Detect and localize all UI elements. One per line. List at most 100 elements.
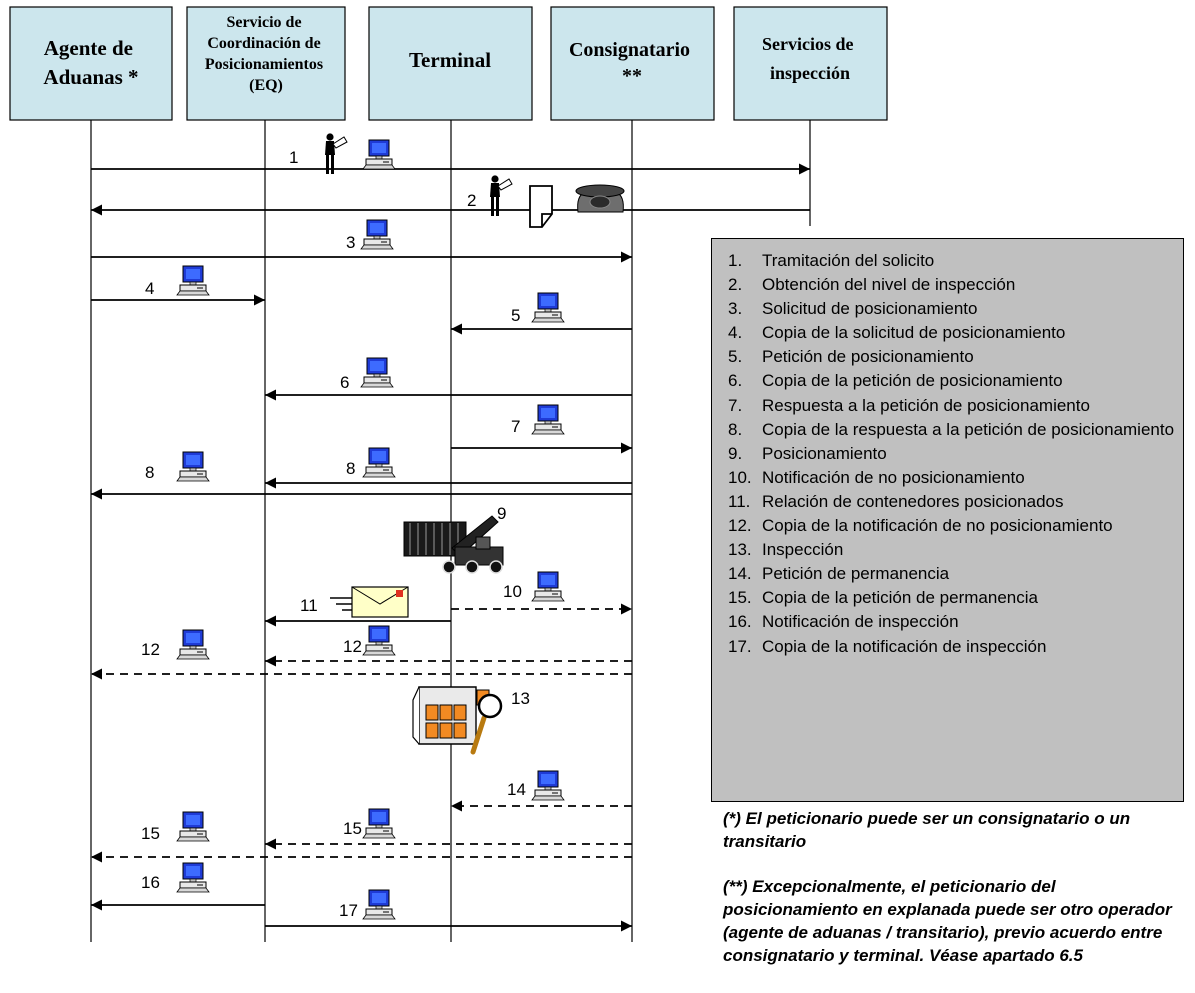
legend-item-text: Copia de la petición de permanencia xyxy=(762,588,1038,608)
legend-item: 17. Copia de la notificación de inspecció… xyxy=(728,636,1183,658)
legend-item-text: Notificación de no posicionamiento xyxy=(762,467,1025,487)
legend-item: 6. Copia de la petición de posicionamient… xyxy=(728,370,1183,392)
legend-item: 14. Petición de permanencia xyxy=(728,563,1183,585)
legend-item: 7. Respuesta a la petición de posicionami… xyxy=(728,395,1183,417)
legend-item-number: 1. xyxy=(728,251,743,270)
flow-label: 7 xyxy=(511,417,520,436)
computer-icon xyxy=(362,139,396,170)
legend-item: 13. Inspección xyxy=(728,539,1183,561)
lane-header-consignatario: Consignatario ** xyxy=(550,6,715,121)
legend-item-text: Copia de la notificación de inspección xyxy=(762,636,1047,656)
flow-label: 11 xyxy=(300,596,318,615)
legend-item-number: 14. xyxy=(728,564,752,584)
lane-header-agente-aduanas: Agente de Aduanas * xyxy=(9,6,173,121)
computer-icon xyxy=(176,265,210,296)
flow-label: 13 xyxy=(511,689,530,708)
computer-icon xyxy=(176,862,210,893)
legend-item-text: Copia de la petición de posicionamiento xyxy=(762,371,1063,391)
flow-label: 14 xyxy=(507,780,526,799)
legend-item-number: 3. xyxy=(728,299,743,319)
lane-header-terminal: Terminal xyxy=(368,6,533,121)
flow-label: 9 xyxy=(497,504,506,523)
lane-header-servicio-coordinacion: Servicio de Coordinación de Posicionamie… xyxy=(186,6,346,121)
legend-item-text: Tramitación del solicito xyxy=(762,251,935,270)
person-icon xyxy=(324,132,348,175)
legend-item-number: 17. xyxy=(728,636,752,656)
legend-item-text: Respuesta a la petición de posicionamien… xyxy=(762,395,1090,415)
legend-item: 1. Tramitación del solicito xyxy=(728,250,1183,272)
legend-item-number: 7. xyxy=(728,395,743,415)
legend-item-text: Obtención del nivel de inspección xyxy=(762,275,1016,295)
flow-label: 8 xyxy=(346,459,355,478)
flow-label: 10 xyxy=(503,582,522,601)
legend-item-number: 5. xyxy=(728,347,743,367)
legend-item-text: Copia de la respuesta a la petición de p… xyxy=(762,419,1175,439)
computer-icon xyxy=(531,571,565,602)
legend-item-text: Posicionamiento xyxy=(762,443,887,463)
legend-item-text: Petición de permanencia xyxy=(762,564,950,584)
lane-title-line: (EQ) xyxy=(249,77,283,94)
lane-title-line: Coordinación de xyxy=(207,35,320,52)
computer-icon xyxy=(531,404,565,435)
legend-box: 1. Tramitación del solicito 2. Obtención d… xyxy=(711,238,1184,802)
lane-title-line: Terminal xyxy=(409,48,491,72)
flow-label: 12 xyxy=(343,637,362,656)
lane-title-line: inspección xyxy=(770,63,850,83)
legend-item-number: 11. xyxy=(728,491,751,511)
legend-item: 15. Copia de la petición de permanencia xyxy=(728,587,1183,609)
computer-icon xyxy=(531,770,565,801)
computer-icon xyxy=(176,811,210,842)
legend-item-number: 16. xyxy=(728,612,752,632)
legend-item: 11. Relación de contenedores posicionados xyxy=(728,491,1183,513)
lane-title-line: Servicio de xyxy=(226,14,301,31)
computer-icon xyxy=(531,292,565,323)
flow-label: 3 xyxy=(346,233,355,252)
legend-item: 3.Solicitud de posicionamiento xyxy=(728,298,1183,320)
svg-text:Terminal: Terminal xyxy=(409,48,491,72)
legend-item-number: 13. xyxy=(728,540,752,560)
legend-item-number: 6. xyxy=(728,371,743,391)
computer-icon xyxy=(176,629,210,660)
computer-icon xyxy=(360,219,394,250)
legend-item-text: Relación de contenedores posicionados xyxy=(762,491,1064,511)
flow-label: 6 xyxy=(340,373,349,392)
legend-item: 5. Petición de posicionamiento xyxy=(728,346,1183,368)
flow-label: 12 xyxy=(141,640,160,659)
computer-icon xyxy=(362,808,396,839)
computer-icon xyxy=(362,889,396,920)
legend-item-number: 10. xyxy=(728,467,752,487)
legend-item: 2. Obtención del nivel de inspección xyxy=(728,274,1183,296)
envelope-icon xyxy=(330,586,409,618)
legend-item-text: Inspección xyxy=(762,540,844,560)
magnifier-icon xyxy=(470,693,503,755)
legend-item-text: Notificación de inspección xyxy=(762,612,959,632)
legend-item: 8. Copia de la respuesta a la petición de… xyxy=(728,419,1183,441)
legend-item: 4. Copia de la solicitud de posicionamien… xyxy=(728,322,1183,344)
legend-item: 12.Copia de la notificación de no posici… xyxy=(728,515,1183,537)
flow-label: 2 xyxy=(467,191,476,210)
flow-labels: 1 2 3 4 5 6 7 8 8 9 10 11 12 12 13 14 15… xyxy=(141,148,530,920)
legend-item-number: 2. xyxy=(728,275,743,295)
legend-item-number: 4. xyxy=(728,323,743,343)
computer-icon xyxy=(360,357,394,388)
legend-item-text: Petición de posicionamiento xyxy=(762,347,974,367)
computer-icon xyxy=(362,625,396,656)
legend-item-number: 8. xyxy=(728,419,743,439)
telephone-icon xyxy=(575,184,625,213)
flow-label: 5 xyxy=(511,306,520,325)
svg-text:Servicio de Coordinación: Servicio de Coordinación de Posicionamie… xyxy=(205,14,327,94)
legend-item-number: 15. xyxy=(728,588,752,608)
legend-item-number: 9. xyxy=(728,443,743,463)
flow-label: 4 xyxy=(145,279,154,298)
message-arrows xyxy=(91,163,810,932)
flow-label: 17 xyxy=(339,901,358,920)
legend-item-text: Copia de la solicitud de posicionamiento xyxy=(762,323,1066,343)
flow-label: 16 xyxy=(141,873,160,892)
lane-title-line: Posicionamientos xyxy=(205,56,323,73)
flow-label: 1 xyxy=(289,148,298,167)
legend-item: 16. Notificación de inspección xyxy=(728,611,1183,633)
computer-icon xyxy=(362,447,396,478)
document-icon xyxy=(529,185,553,228)
footnote-single-asterisk: (*) El peticionario puede ser un consign… xyxy=(723,809,1131,851)
